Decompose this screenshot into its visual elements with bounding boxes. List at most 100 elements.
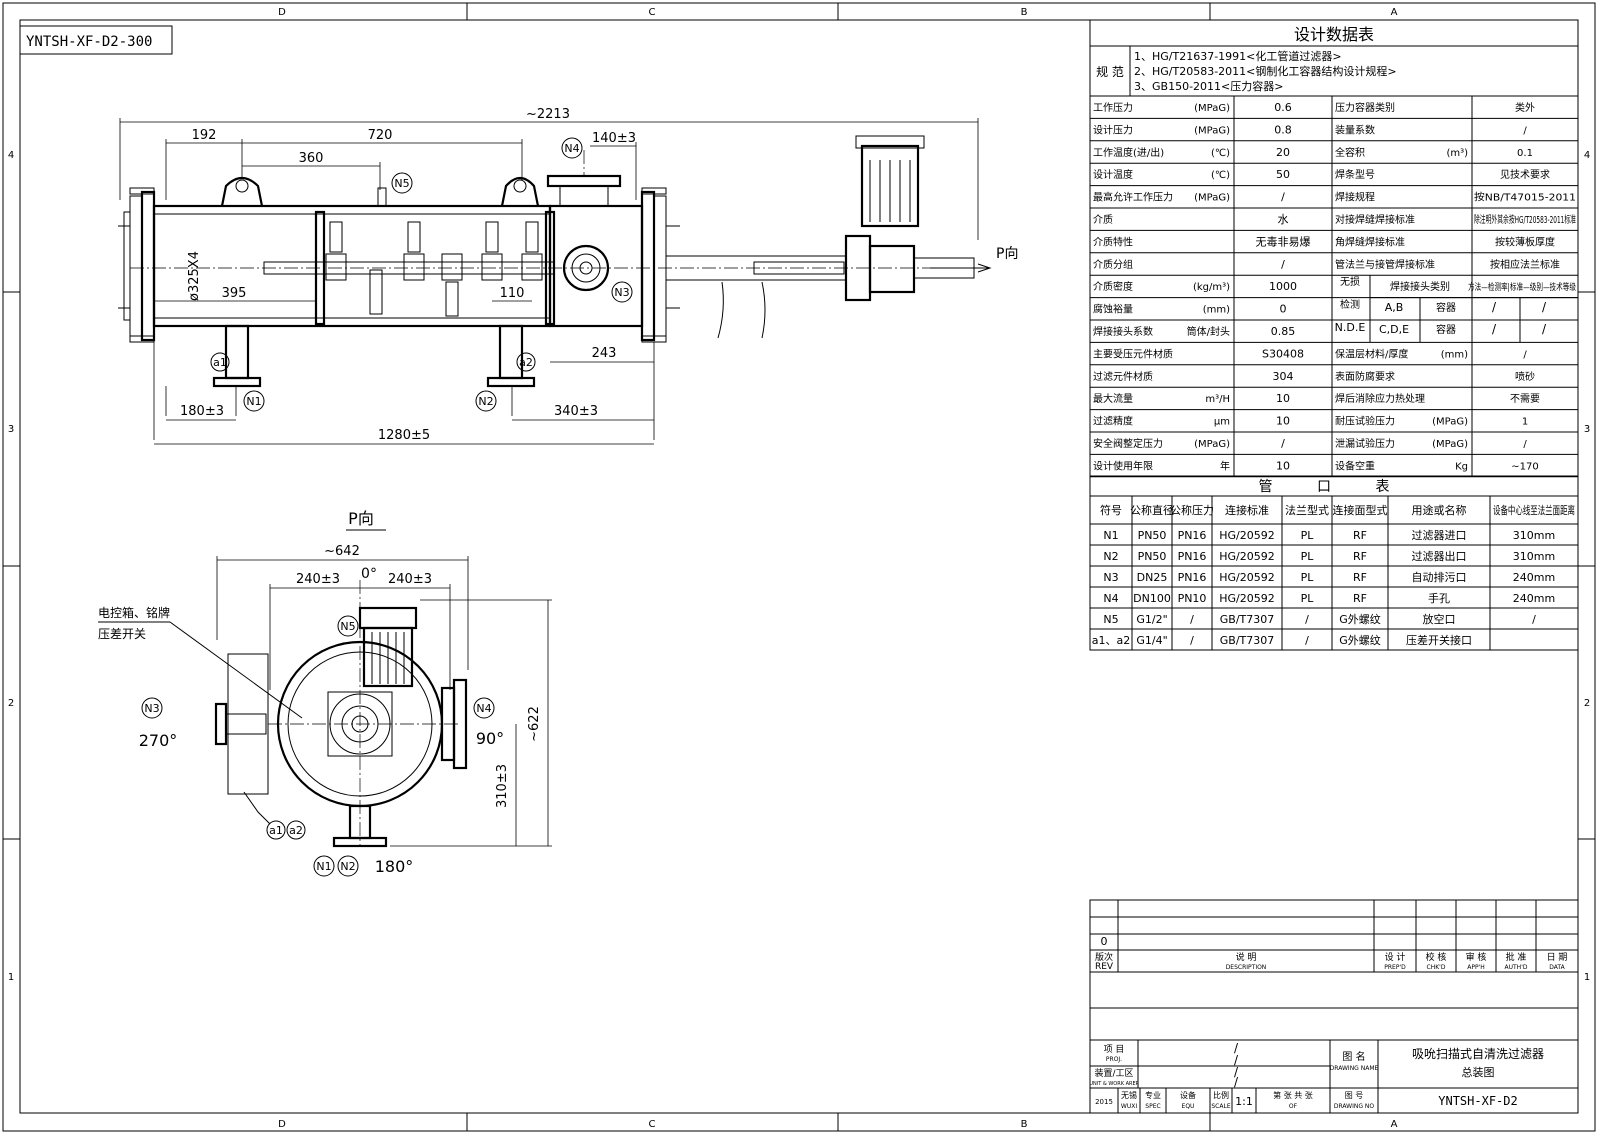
design-row-label: 过滤精度 <box>1093 415 1133 428</box>
nozzle-cell: RF <box>1353 550 1367 563</box>
side-nozzle-n5: N5 <box>340 620 355 633</box>
design-row-value: 50 <box>1276 168 1290 181</box>
design-row-label: 设计温度 <box>1093 168 1133 181</box>
spec-cn: 专业 <box>1145 1090 1161 1100</box>
design-row-value: 304 <box>1273 370 1294 383</box>
nozzle-cell: 310mm <box>1513 529 1555 542</box>
ndt-vessel-2: 容器 <box>1436 323 1456 336</box>
nozzle-cell: PN16 <box>1178 550 1207 563</box>
nozzle-cell: N3 <box>1103 571 1118 584</box>
design-row-value: 1000 <box>1269 280 1297 293</box>
front-nozzle-n5: N5 <box>394 177 409 190</box>
date-cn: 日 期 <box>1547 952 1568 963</box>
dim-340: 340±3 <box>554 404 598 419</box>
dim-overall: ~2213 <box>526 107 570 122</box>
dim-395: 395 <box>222 286 247 301</box>
side-nozzle-n4: N4 <box>476 702 491 715</box>
design-row-right-value: 类外 <box>1515 101 1535 114</box>
drawing-code-box: YNTSH-XF-D2-300 <box>19 25 173 55</box>
unit-slash-2: / <box>1234 1075 1239 1089</box>
proj-en: PROJ. <box>1106 1056 1122 1063</box>
design-row-right-label: 保温层材料/厚度 <box>1335 347 1408 360</box>
rev-zero: 0 <box>1101 935 1108 948</box>
side-nozzle-n1: N1 <box>316 860 331 873</box>
drawing-name-en: DRAWING NAME <box>1330 1065 1379 1072</box>
zone-col-a-top: A <box>1391 7 1398 18</box>
nozzle-header: 连接标准 <box>1225 503 1269 517</box>
design-row-unit: μm <box>1214 417 1230 428</box>
nozzle-cell: DN100 <box>1133 592 1171 605</box>
design-row-right-value: 见技术要求 <box>1500 168 1550 181</box>
label-control-box: 电控箱、铭牌 <box>98 605 170 620</box>
design-row-right-label: 焊接规程 <box>1335 191 1375 204</box>
scale-value: 1:1 <box>1235 1095 1253 1108</box>
zone-row-4-left: 4 <box>8 150 14 161</box>
design-row-unit: (kg/m³) <box>1193 282 1230 293</box>
design-row-value: / <box>1281 191 1285 204</box>
design-row-right-label: 表面防腐要求 <box>1335 370 1395 383</box>
zone-row-3-right: 3 <box>1584 424 1590 435</box>
design-row-unit: (℃) <box>1211 148 1230 159</box>
title-block: 0 版次 REV 说 明 DESCRIPTION 设 计 PREP'D 校 核 … <box>1089 899 1579 1114</box>
nozzle-header: 公称直径 <box>1130 503 1174 517</box>
design-row-right-label: 对接焊缝焊接标准 <box>1335 213 1415 226</box>
design-row-label: 腐蚀裕量 <box>1093 303 1133 316</box>
dim-180: 180±3 <box>180 404 224 419</box>
proj-slash-2: / <box>1234 1053 1239 1067</box>
design-row-label: 过滤元件材质 <box>1093 370 1153 383</box>
design-data-table: 设计数据表 规 范 1、HG/T21637-1991<化工管道过滤器> 2、HG… <box>1089 19 1579 478</box>
sheet-cn: 第 张 共 张 <box>1273 1090 1313 1100</box>
side-dim-622: ~622 <box>527 706 542 742</box>
design-row-label: 介质分组 <box>1093 258 1133 271</box>
ndt-header-2: 方法—检测率|标准—级别—技术等级 <box>1468 281 1576 293</box>
design-row-value: 0.8 <box>1274 123 1292 136</box>
nozzle-header: 用途或名称 <box>1412 503 1467 517</box>
appr-en: APP'H <box>1467 964 1485 971</box>
nozzle-cell: / <box>1190 634 1194 647</box>
nozzle-cell: / <box>1305 613 1309 626</box>
nozzle-cell: 压差开关接口 <box>1406 633 1472 647</box>
design-row-right-value: 按相应法兰标准 <box>1490 258 1560 271</box>
design-row-value: / <box>1281 258 1285 271</box>
design-row-right-unit: Kg <box>1455 461 1468 472</box>
design-row-right-value: 1 <box>1522 417 1528 428</box>
design-row-value: 水 <box>1278 213 1289 226</box>
nozzle-cell: PL <box>1301 571 1315 584</box>
ndt-row-ab: A,B <box>1385 301 1404 314</box>
view-arrow-label: P向 <box>996 246 1018 262</box>
design-row-unit: (℃) <box>1211 170 1230 181</box>
nozzle-cell: 手孔 <box>1428 591 1450 605</box>
zone-col-c-bottom: C <box>649 1119 656 1130</box>
ndt-slash-2: / <box>1542 300 1547 314</box>
sheet-en: OF <box>1289 1103 1298 1110</box>
zone-labels: D C B A D C B A 4 3 2 1 4 3 2 1 <box>8 7 1590 1130</box>
nozzle-header: 法兰型式 <box>1285 503 1329 517</box>
unit-slash-1: / <box>1234 1065 1239 1079</box>
chkd-cn: 校 核 <box>1426 951 1447 963</box>
design-row-label: 主要受压元件材质 <box>1093 347 1173 360</box>
design-row-value: 0.6 <box>1274 101 1292 114</box>
zone-row-2-left: 2 <box>8 698 14 709</box>
nozzle-table: 管 口 表 符号公称直径公称压力连接标准法兰型式连接面型式用途或名称设备中心线至… <box>1089 475 1579 651</box>
nozzle-cell: N4 <box>1103 592 1118 605</box>
nozzle-cell: PN50 <box>1138 529 1167 542</box>
design-row-right-value: 除注明外其余按HG/T20583-2011标准 <box>1474 213 1576 226</box>
drawing-title-1: 吸吮扫描式自清洗过滤器 <box>1412 1046 1544 1061</box>
angle-270: 270° <box>139 731 178 750</box>
zone-row-4-right: 4 <box>1584 150 1590 161</box>
nozzle-cell: / <box>1305 634 1309 647</box>
nozzle-cell: / <box>1532 613 1536 626</box>
side-nozzle-a2: a2 <box>289 824 303 837</box>
design-row-value: 0 <box>1280 303 1287 316</box>
standard-3: 3、GB150-2011<压力容器> <box>1134 79 1283 93</box>
nozzle-cell: a1、a2 <box>1092 634 1130 647</box>
desc-cn: 说 明 <box>1236 951 1257 963</box>
nozzle-cell: 310mm <box>1513 550 1555 563</box>
design-row-label: 工作压力 <box>1093 101 1133 114</box>
side-view: P向 ~642 240±3 240±3 0° <box>98 509 552 877</box>
zone-row-1-right: 1 <box>1584 972 1590 983</box>
nozzle-cell: HG/20592 <box>1219 529 1275 542</box>
side-dim-310: 310±3 <box>495 764 510 808</box>
front-nozzle-a2: a2 <box>519 356 533 369</box>
design-row-unit: 年 <box>1220 459 1230 472</box>
